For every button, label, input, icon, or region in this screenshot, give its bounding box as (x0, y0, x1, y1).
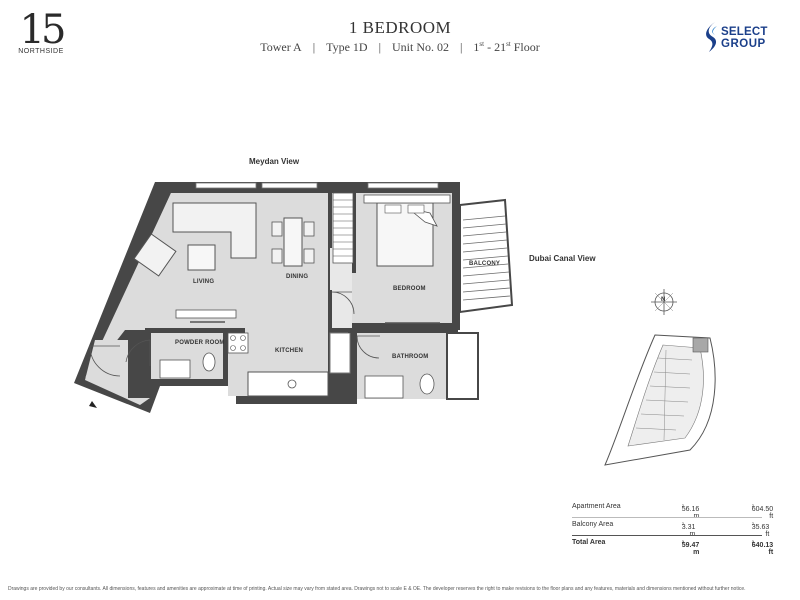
select-group-logo-icon (706, 22, 717, 52)
powder-basin (159, 359, 191, 379)
key-plan-unit-highlight (692, 337, 709, 353)
compass-north-label: N (661, 297, 666, 303)
shaft (446, 332, 479, 400)
armchair (133, 233, 177, 277)
entry-door (89, 345, 121, 377)
bathroom-door (356, 335, 380, 359)
disclaimer: Drawings are provided by our consultants… (8, 586, 746, 592)
bedroom-door (331, 291, 355, 315)
type-label: Type 1D (326, 40, 368, 54)
sofa (172, 202, 257, 259)
key-plan (604, 334, 716, 466)
dubai-canal-view-label: Dubai Canal View (529, 254, 596, 263)
tower-label: Tower A (260, 40, 302, 54)
balcony-decking (462, 215, 511, 301)
floor-label: 1st - 21st Floor (473, 40, 540, 54)
logo-number: 15 (19, 7, 67, 53)
room-label-living: LIVING (193, 279, 215, 285)
powder-door (125, 339, 151, 366)
window-bedroom (367, 182, 439, 189)
dining-table (283, 217, 303, 267)
cooktop (227, 332, 249, 354)
balcony (459, 198, 514, 314)
room-label-powder-room: POWDER ROOM (175, 340, 225, 346)
unit-details: Tower A|Type 1D|Unit No. 02|1st - 21st F… (260, 40, 540, 54)
window-top-right (261, 182, 318, 189)
bath-basin (364, 375, 404, 399)
room-label-kitchen: KITCHEN (275, 348, 304, 354)
room-label-dining: DINING (286, 274, 309, 280)
logo-subtitle: NORTHSIDE (18, 48, 64, 55)
page-title: 1 BEDROOM (348, 18, 452, 37)
room-label-bathroom: BATHROOM (392, 354, 429, 360)
kitchen-appliance (329, 332, 351, 374)
coffee-table (187, 244, 216, 271)
room-label-bedroom: BEDROOM (393, 286, 426, 292)
brand-logo: 15 NORTHSIDE (16, 10, 66, 55)
entrance-arrow-icon (89, 401, 97, 408)
meydan-view-label: Meydan View (249, 157, 300, 166)
entry-floor (85, 340, 150, 405)
room-label-balcony: BALCONY (469, 261, 501, 267)
unit-label: Unit No. 02 (392, 40, 449, 54)
developer-name-line1: SELECT (721, 26, 768, 38)
window-top-left (195, 182, 257, 189)
compass-icon (651, 289, 677, 315)
developer-name-line2: GROUP (721, 38, 766, 50)
tv-unit (175, 309, 237, 319)
